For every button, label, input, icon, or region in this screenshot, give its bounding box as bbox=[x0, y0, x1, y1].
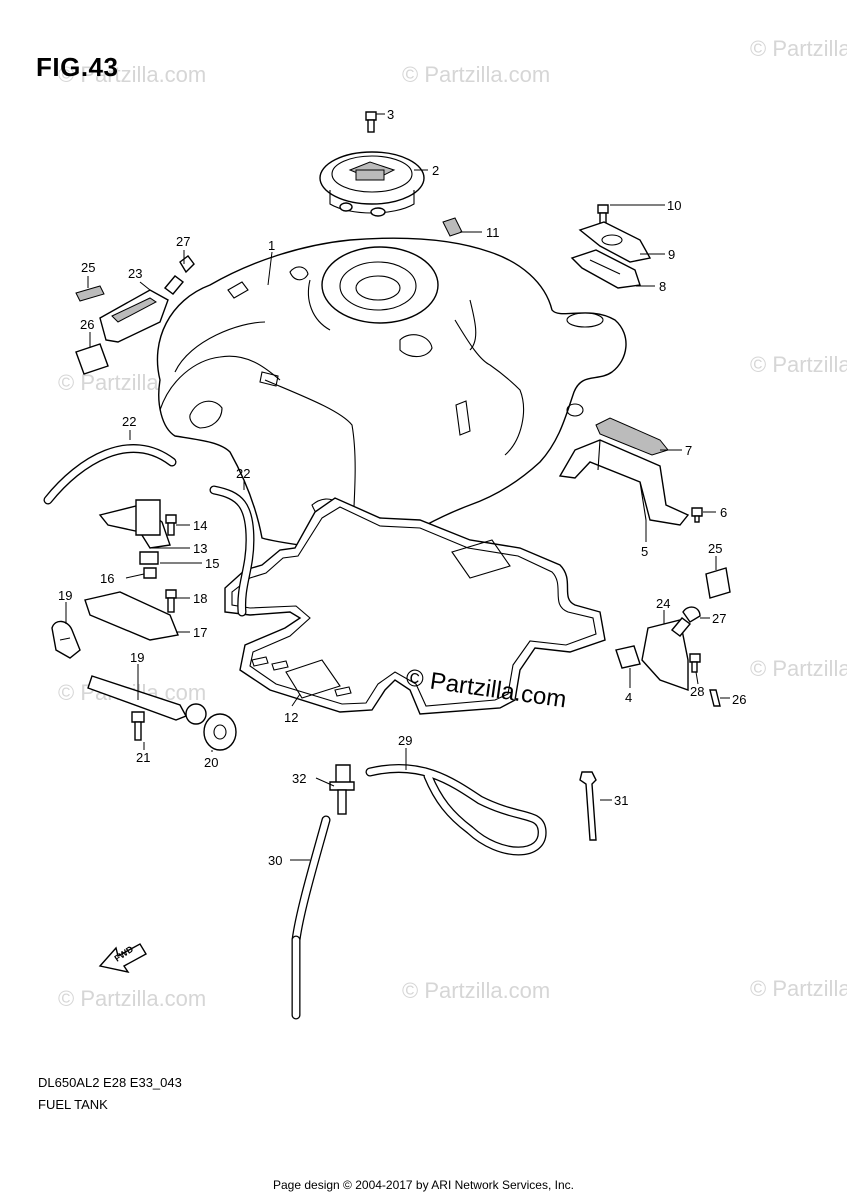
watermark: © Partzilla.com bbox=[402, 978, 550, 1003]
drain-hoses-upper bbox=[43, 444, 255, 617]
cap-plate-assembly bbox=[570, 204, 652, 289]
part-label-22: 22 bbox=[236, 466, 250, 481]
part-label-5: 5 bbox=[641, 544, 648, 559]
part-label-2: 2 bbox=[432, 163, 439, 178]
part-label-8: 8 bbox=[659, 279, 666, 294]
tank-insulator-sheet bbox=[224, 497, 606, 715]
center-bracket-group bbox=[84, 499, 179, 641]
part-label-17: 17 bbox=[193, 625, 207, 640]
part-label-4: 4 bbox=[625, 690, 632, 705]
part-label-16: 16 bbox=[100, 571, 114, 586]
part-label-21: 21 bbox=[136, 750, 150, 765]
part-label-26: 26 bbox=[80, 317, 94, 332]
fuel-tank-body bbox=[156, 237, 627, 557]
part-label-15: 15 bbox=[205, 556, 219, 571]
part-label-29: 29 bbox=[398, 733, 412, 748]
part-label-13: 13 bbox=[193, 541, 207, 556]
leader-lines bbox=[65, 113, 730, 861]
watermark: © Partzilla.com bbox=[58, 62, 206, 87]
watermark: © Partzilla.com bbox=[750, 656, 847, 681]
watermark: © Partzilla.com bbox=[750, 352, 847, 377]
forward-direction-arrow: FWD bbox=[98, 943, 147, 974]
part-label-11: 11 bbox=[486, 225, 500, 240]
right-small-parts bbox=[615, 567, 731, 707]
page-credit: Page design © 2004-2017 by ARI Network S… bbox=[272, 1178, 574, 1192]
watermark: © Partzilla.com bbox=[750, 976, 847, 1001]
part-label-19: 19 bbox=[130, 650, 144, 665]
watermark: © Partzilla.com bbox=[402, 62, 550, 87]
section-name: FUEL TANK bbox=[38, 1097, 108, 1112]
part-label-24: 24 bbox=[656, 596, 670, 611]
part-label-32: 32 bbox=[292, 771, 306, 786]
part-label-6: 6 bbox=[720, 505, 727, 520]
part-label-20: 20 bbox=[204, 755, 218, 770]
part-label-3: 3 bbox=[387, 107, 394, 122]
cushion-part bbox=[442, 217, 463, 237]
part-label-25: 25 bbox=[708, 541, 722, 556]
part-label-12: 12 bbox=[284, 710, 298, 725]
part-label-23: 23 bbox=[128, 266, 142, 281]
model-code: DL650AL2 E28 E33_043 bbox=[38, 1075, 182, 1090]
watermark: © Partzilla.com bbox=[750, 36, 847, 61]
part-label-27: 27 bbox=[712, 611, 726, 626]
part-label-10: 10 bbox=[667, 198, 681, 213]
part-label-26: 26 bbox=[732, 692, 746, 707]
part-label-14: 14 bbox=[193, 518, 207, 533]
part-number-labels: 3 2 10 11 9 8 1 27 23 25 26 7 6 5 22 22 … bbox=[58, 107, 746, 868]
part-label-19: 19 bbox=[58, 588, 72, 603]
lower-left-mount-group bbox=[51, 620, 237, 751]
part-label-9: 9 bbox=[668, 247, 675, 262]
part-label-30: 30 bbox=[268, 853, 282, 868]
part-label-25: 25 bbox=[81, 260, 95, 275]
part-label-1: 1 bbox=[268, 238, 275, 253]
part-label-31: 31 bbox=[614, 793, 628, 808]
part-label-18: 18 bbox=[193, 591, 207, 606]
watermark: © Partzilla.com bbox=[58, 986, 206, 1011]
rear-bracket-assembly bbox=[558, 417, 703, 526]
lower-hoses bbox=[291, 764, 597, 1020]
left-small-parts bbox=[75, 255, 195, 375]
fuel-cap-assembly bbox=[319, 111, 425, 217]
part-label-27: 27 bbox=[176, 234, 190, 249]
part-label-7: 7 bbox=[685, 443, 692, 458]
figure-title: FIG.43 bbox=[36, 52, 119, 82]
part-label-28: 28 bbox=[690, 684, 704, 699]
part-label-22: 22 bbox=[122, 414, 136, 429]
